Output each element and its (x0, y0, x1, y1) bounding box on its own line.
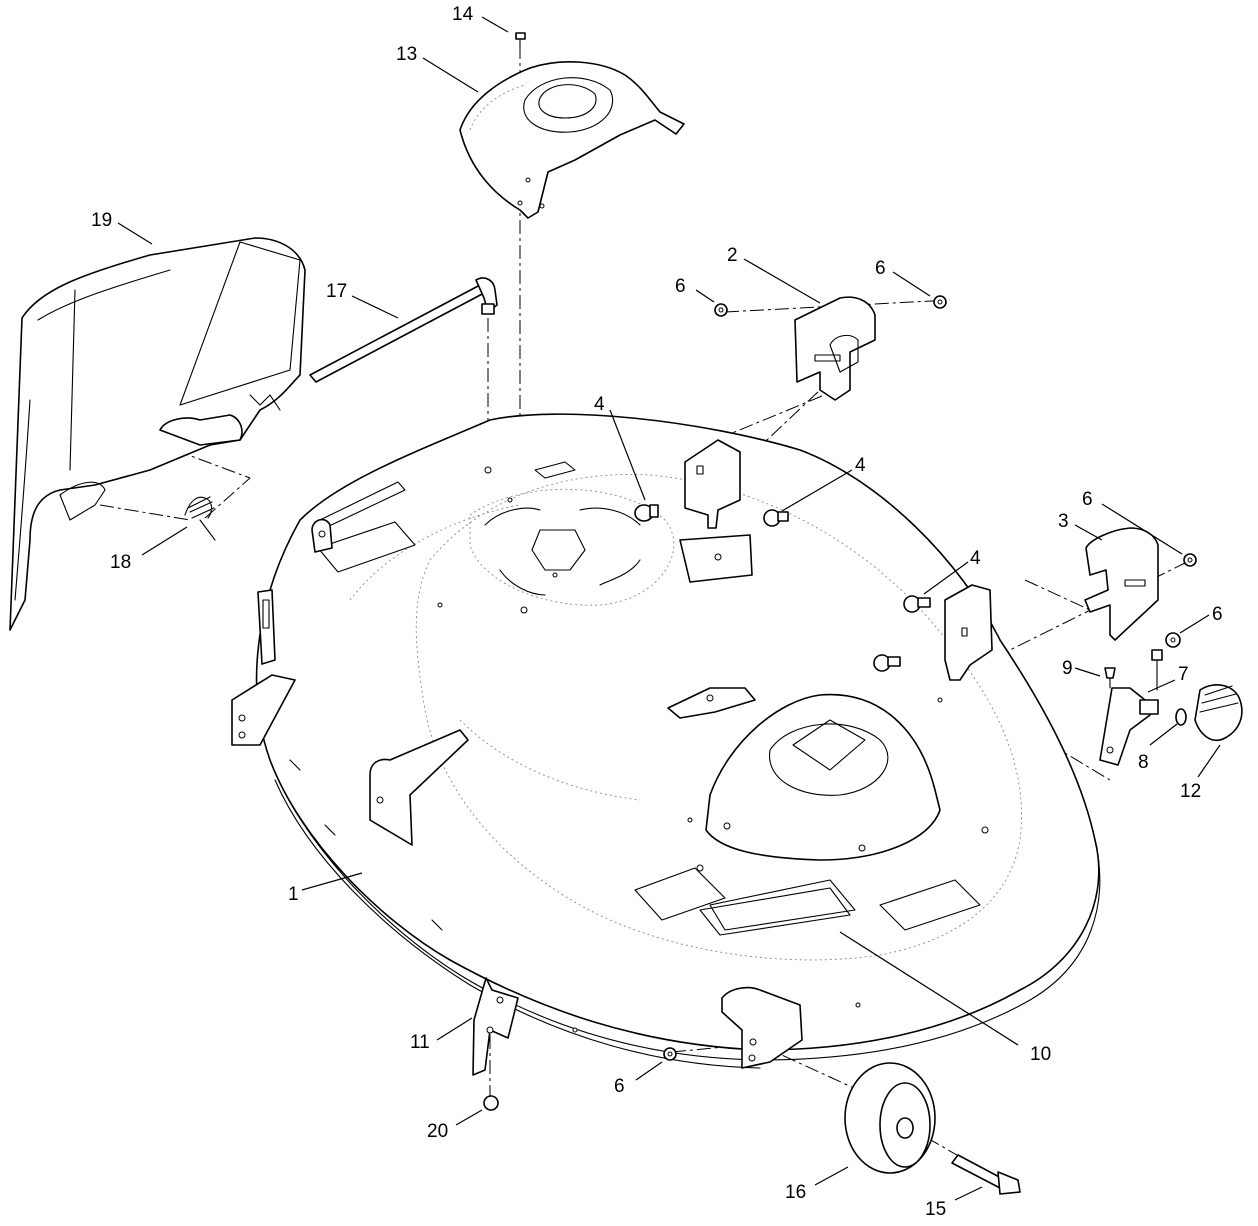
callout-19: 19 (91, 210, 112, 231)
callout-6: 6 (675, 276, 686, 297)
callout-17: 17 (326, 281, 347, 302)
bracket-3 (1084, 527, 1159, 641)
callout-2: 2 (727, 245, 738, 266)
fitting-assembly (1099, 649, 1243, 766)
nut-20 (483, 1095, 499, 1111)
callout-6: 6 (1212, 604, 1223, 625)
callout-6: 6 (875, 258, 886, 279)
callout-4: 4 (855, 455, 866, 476)
wheel-16 (844, 1062, 936, 1174)
callout-6: 6 (614, 1076, 625, 1097)
bracket-2 (794, 296, 876, 401)
callout-14: 14 (452, 4, 474, 25)
wheel-bracket (721, 986, 803, 1069)
callout-1: 1 (288, 884, 299, 905)
callout-labels: 14 13 19 17 2 6 6 4 4 6 3 18 4 6 9 7 8 1… (91, 4, 1223, 1220)
leader-lines (117, 16, 1221, 1201)
callout-13: 13 (396, 44, 417, 65)
bracket-11 (472, 977, 519, 1076)
height-bracket-lower (944, 584, 993, 681)
callout-8: 8 (1138, 752, 1149, 773)
mower-deck-shell (231, 413, 1101, 1069)
screw-14 (515, 32, 526, 47)
callout-16: 16 (785, 1182, 806, 1203)
callout-4: 4 (594, 394, 605, 415)
callout-9: 9 (1062, 658, 1073, 679)
discharge-chute (9, 237, 306, 631)
callout-20: 20 (427, 1121, 448, 1142)
callout-11: 11 (410, 1032, 430, 1053)
callout-7: 7 (1178, 664, 1189, 685)
callout-3: 3 (1058, 511, 1069, 532)
callout-10: 10 (1030, 1044, 1051, 1065)
chute-rod (309, 277, 498, 383)
height-bracket-upper (684, 439, 741, 529)
callout-18: 18 (110, 552, 131, 573)
belt-cover (459, 61, 685, 219)
nuts-6 (663, 295, 1197, 1061)
callout-12: 12 (1180, 781, 1201, 802)
callout-4: 4 (970, 548, 981, 569)
callout-15: 15 (925, 1199, 946, 1220)
deck-skirt-10 (699, 887, 851, 936)
pins-4 (634, 504, 931, 672)
callout-6: 6 (1082, 489, 1093, 510)
bolt-15 (951, 1154, 1021, 1195)
spring (184, 496, 216, 541)
